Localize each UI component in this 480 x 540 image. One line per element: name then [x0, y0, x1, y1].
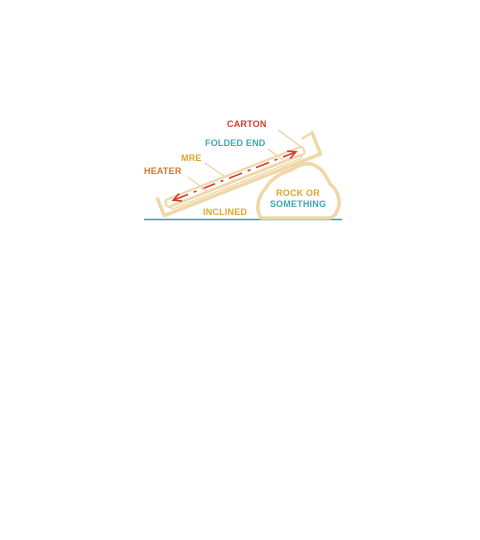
mre-pouch	[164, 145, 306, 209]
carton-leader	[277, 129, 301, 147]
heater-label: HEATER	[144, 166, 182, 176]
folded-end-flap	[301, 131, 318, 145]
heater-pad	[169, 154, 302, 210]
flow-arrow	[174, 151, 295, 201]
heater-leader	[187, 176, 209, 193]
rock-label-line2: SOMETHING	[270, 199, 326, 209]
carton-label: CARTON	[227, 119, 267, 129]
carton-tray	[155, 130, 323, 218]
mre-leader	[204, 162, 225, 177]
rock-label-line1: ROCK OR	[276, 188, 320, 198]
inclined-label: INCLINED	[203, 207, 247, 217]
mre-label: MRE	[181, 153, 202, 163]
flow-arrowhead-left	[171, 193, 183, 202]
flow-arrowhead-right	[287, 150, 298, 160]
rock-shape	[256, 162, 341, 220]
folded-end-leader	[267, 148, 284, 161]
folded-end-label: FOLDED END	[205, 138, 266, 148]
